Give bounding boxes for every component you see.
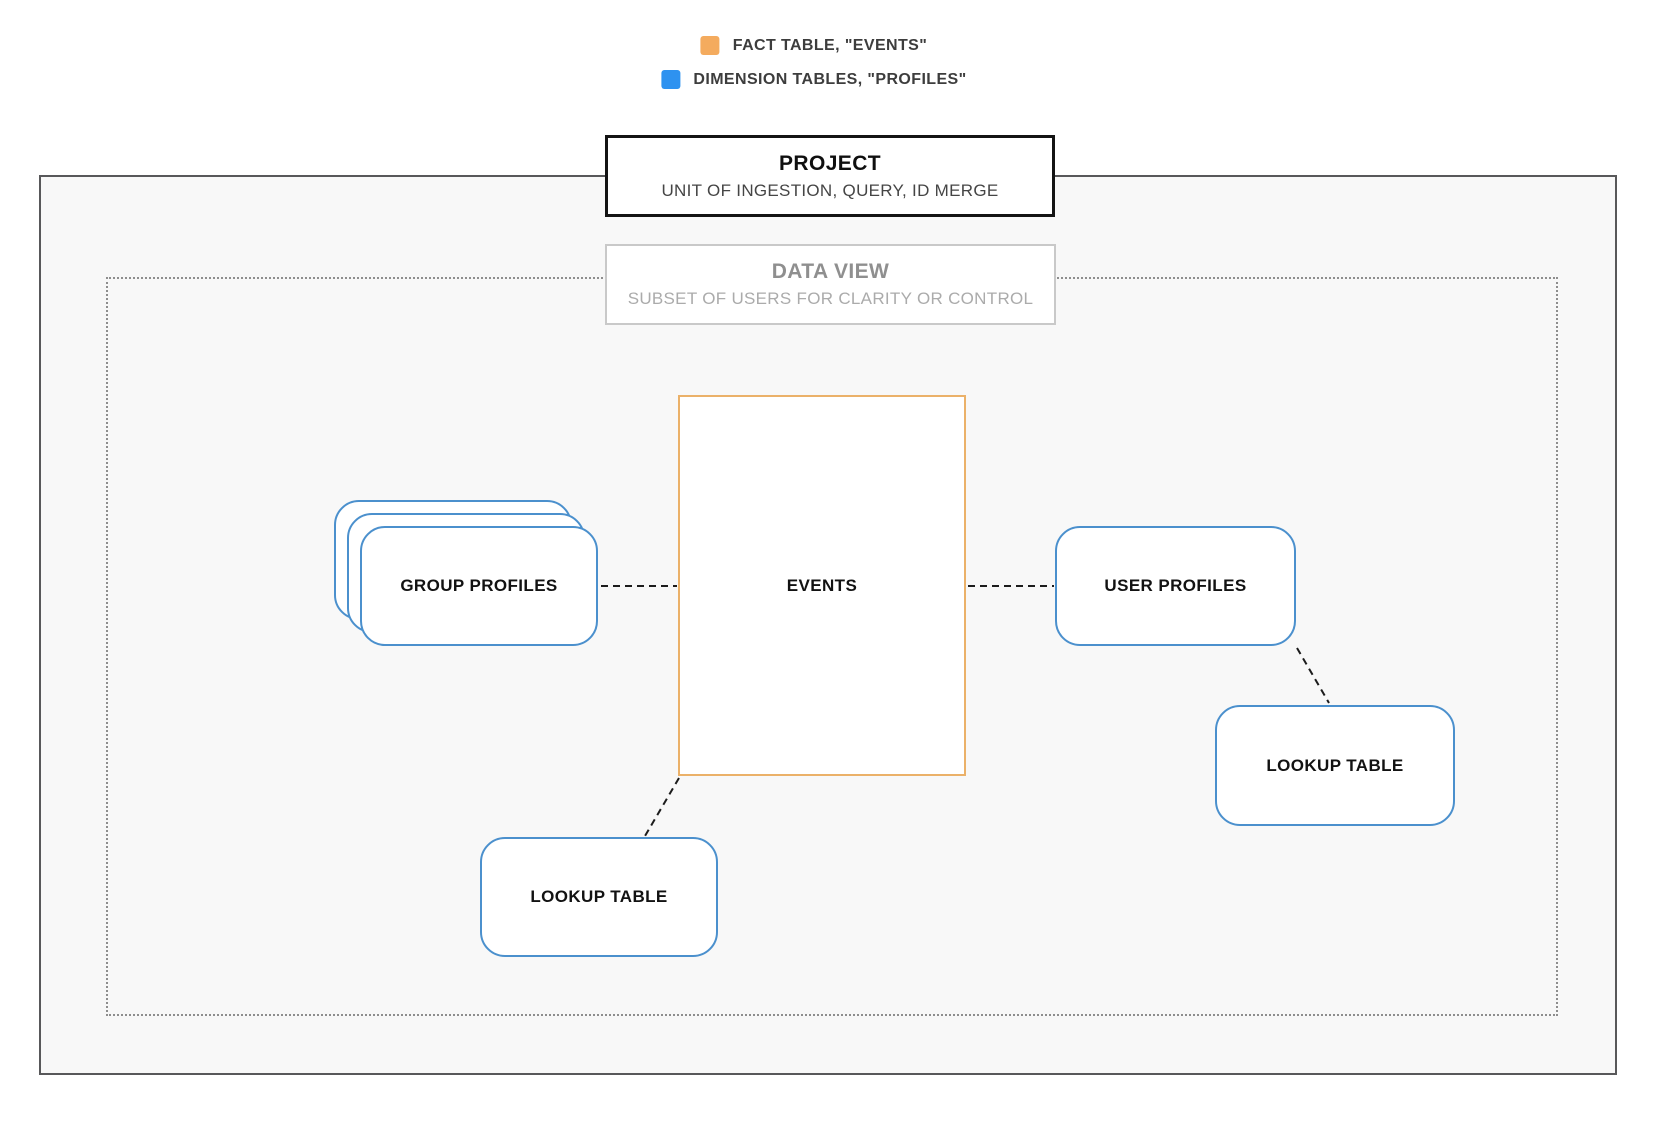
project-title: PROJECT <box>779 151 881 175</box>
legend-item-dimension-tables: DIMENSION TABLES, "PROFILES" <box>661 70 966 89</box>
node-user-profiles: USER PROFILES <box>1055 526 1296 646</box>
data-view-title-box: DATA VIEW SUBSET OF USERS FOR CLARITY OR… <box>605 244 1056 325</box>
node-events-label: EVENTS <box>786 575 858 595</box>
data-view-title: DATA VIEW <box>771 260 890 283</box>
node-lookup-table-right: LOOKUP TABLE <box>1215 705 1455 826</box>
project-subtitle: UNIT OF INGESTION, QUERY, ID MERGE <box>661 180 999 200</box>
legend-item-fact-table: FACT TABLE, "EVENTS" <box>700 36 928 55</box>
project-title-box: PROJECT UNIT OF INGESTION, QUERY, ID MER… <box>605 135 1055 217</box>
node-group-profiles-label: GROUP PROFILES <box>400 576 558 595</box>
legend-label-dimension-tables: DIMENSION TABLES, "PROFILES" <box>693 70 967 88</box>
legend-label-fact-table: FACT TABLE, "EVENTS" <box>732 36 928 54</box>
fact-table-swatch-icon <box>700 36 720 55</box>
dimension-tables-swatch-icon <box>661 70 681 89</box>
data-view-subtitle: SUBSET OF USERS FOR CLARITY OR CONTROL <box>627 289 1034 308</box>
node-group-profiles: GROUP PROFILES <box>360 526 598 646</box>
node-events: EVENTS <box>678 395 966 776</box>
node-lookup-table-bottom: LOOKUP TABLE <box>480 837 718 957</box>
legend: FACT TABLE, "EVENTS" DIMENSION TABLES, "… <box>661 36 966 89</box>
connector-events-lookup-table <box>644 777 680 837</box>
connector-user-profiles-lookup-table <box>1296 647 1330 704</box>
node-lookup-table-right-label: LOOKUP TABLE <box>1266 755 1404 775</box>
node-user-profiles-label: USER PROFILES <box>1104 576 1247 595</box>
node-lookup-table-bottom-label: LOOKUP TABLE <box>530 887 668 906</box>
